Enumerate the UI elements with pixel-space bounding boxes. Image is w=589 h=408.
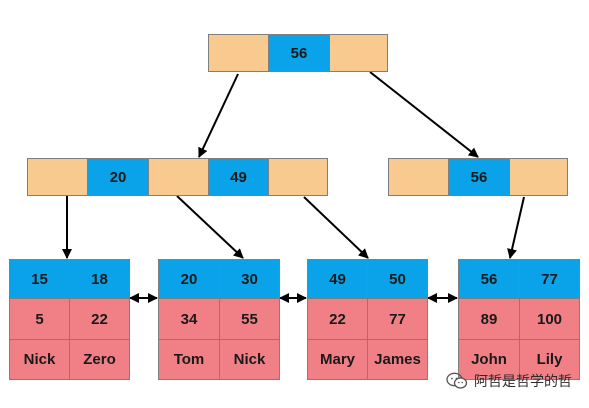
leaf-name-cell: Zero	[69, 339, 130, 380]
leaf-value-label: 89	[480, 310, 498, 328]
leaf-name-label: John	[471, 351, 507, 368]
internal-left-key-2-label: 49	[230, 168, 247, 186]
leaf-value-cell: 5	[9, 298, 70, 340]
internal-right-key-1: 56	[448, 158, 510, 196]
leaf-name-label: Tom	[173, 351, 205, 368]
leaf-value-label: 100	[536, 310, 563, 328]
leaf-value-label: 5	[35, 310, 44, 328]
leaf-value-cell: 89	[458, 298, 520, 340]
wechat-icon	[446, 372, 468, 389]
leaf-key-cell: 49	[307, 259, 368, 299]
internal-right-key-1-label: 56	[470, 168, 488, 186]
edge-root-left	[198, 73, 239, 158]
leaf-value-label: 55	[241, 310, 258, 328]
leaf-value-label: 22	[91, 310, 108, 328]
edge-internal-leaf2	[176, 195, 244, 259]
leaf-value-label: 34	[180, 310, 198, 328]
leaf-name-label: Nick	[233, 351, 266, 368]
leaf-key-label: 49	[329, 270, 346, 288]
leaf-key-label: 50	[389, 270, 406, 288]
watermark: 阿哲是哲学的哲	[446, 370, 572, 392]
leaf-name-cell: Tom	[158, 339, 220, 380]
watermark-text: 阿哲是哲学的哲	[474, 374, 572, 390]
root-pointer-right	[329, 34, 388, 72]
internal-left-key-2: 49	[208, 158, 269, 196]
leaf-name-label: Lily	[536, 351, 563, 368]
leaf-value-cell: 100	[519, 298, 580, 340]
leaf-value-cell: 77	[367, 298, 428, 340]
internal-left-pointer-1	[27, 158, 88, 196]
leaf-value-cell: 34	[158, 298, 220, 340]
leaf-name-cell: Nick	[219, 339, 280, 380]
root-key: 56	[268, 34, 330, 72]
internal-left-pointer-3	[268, 158, 328, 196]
internal-left-pointer-2	[148, 158, 209, 196]
leaf-key-label: 56	[480, 270, 498, 288]
root-key-label: 56	[290, 44, 308, 62]
leaf-key-cell: 77	[519, 259, 580, 299]
leaf-key-label: 30	[241, 270, 258, 288]
leaf-value-label: 77	[389, 310, 406, 328]
internal-right-pointer-1	[388, 158, 449, 196]
leaf-key-cell: 18	[69, 259, 130, 299]
internal-right-pointer-2	[509, 158, 568, 196]
leaf-value-cell: 22	[69, 298, 130, 340]
leaf-name-cell: Nick	[9, 339, 70, 380]
leaf-name-cell: James	[367, 339, 428, 380]
leaf-key-cell: 15	[9, 259, 70, 299]
leaf-key-label: 20	[180, 270, 198, 288]
leaf-key-cell: 50	[367, 259, 428, 299]
leaf-name-label: Mary	[319, 351, 356, 368]
leaf-name-label: James	[374, 351, 421, 368]
edge-internal-leaf3	[303, 196, 369, 259]
leaf-name-label: Nick	[23, 351, 56, 368]
leaf-key-cell: 30	[219, 259, 280, 299]
leaf-value-label: 22	[329, 310, 346, 328]
root-pointer-left	[208, 34, 269, 72]
leaf-value-cell: 55	[219, 298, 280, 340]
internal-left-key-1: 20	[87, 158, 149, 196]
leaf-name-cell: Mary	[307, 339, 368, 380]
edge-root-right	[369, 71, 479, 158]
leaf-key-label: 77	[541, 270, 558, 288]
leaf-name-label: Zero	[83, 351, 116, 368]
leaf-key-label: 18	[91, 270, 108, 288]
edge-internal-leaf4	[507, 196, 525, 259]
leaf-name-cell: Lily	[519, 339, 580, 380]
leaf-key-cell: 56	[458, 259, 520, 299]
leaf-key-cell: 20	[158, 259, 220, 299]
leaf-value-cell: 22	[307, 298, 368, 340]
internal-left-key-1-label: 20	[109, 168, 127, 186]
leaf-key-label: 15	[31, 270, 48, 288]
